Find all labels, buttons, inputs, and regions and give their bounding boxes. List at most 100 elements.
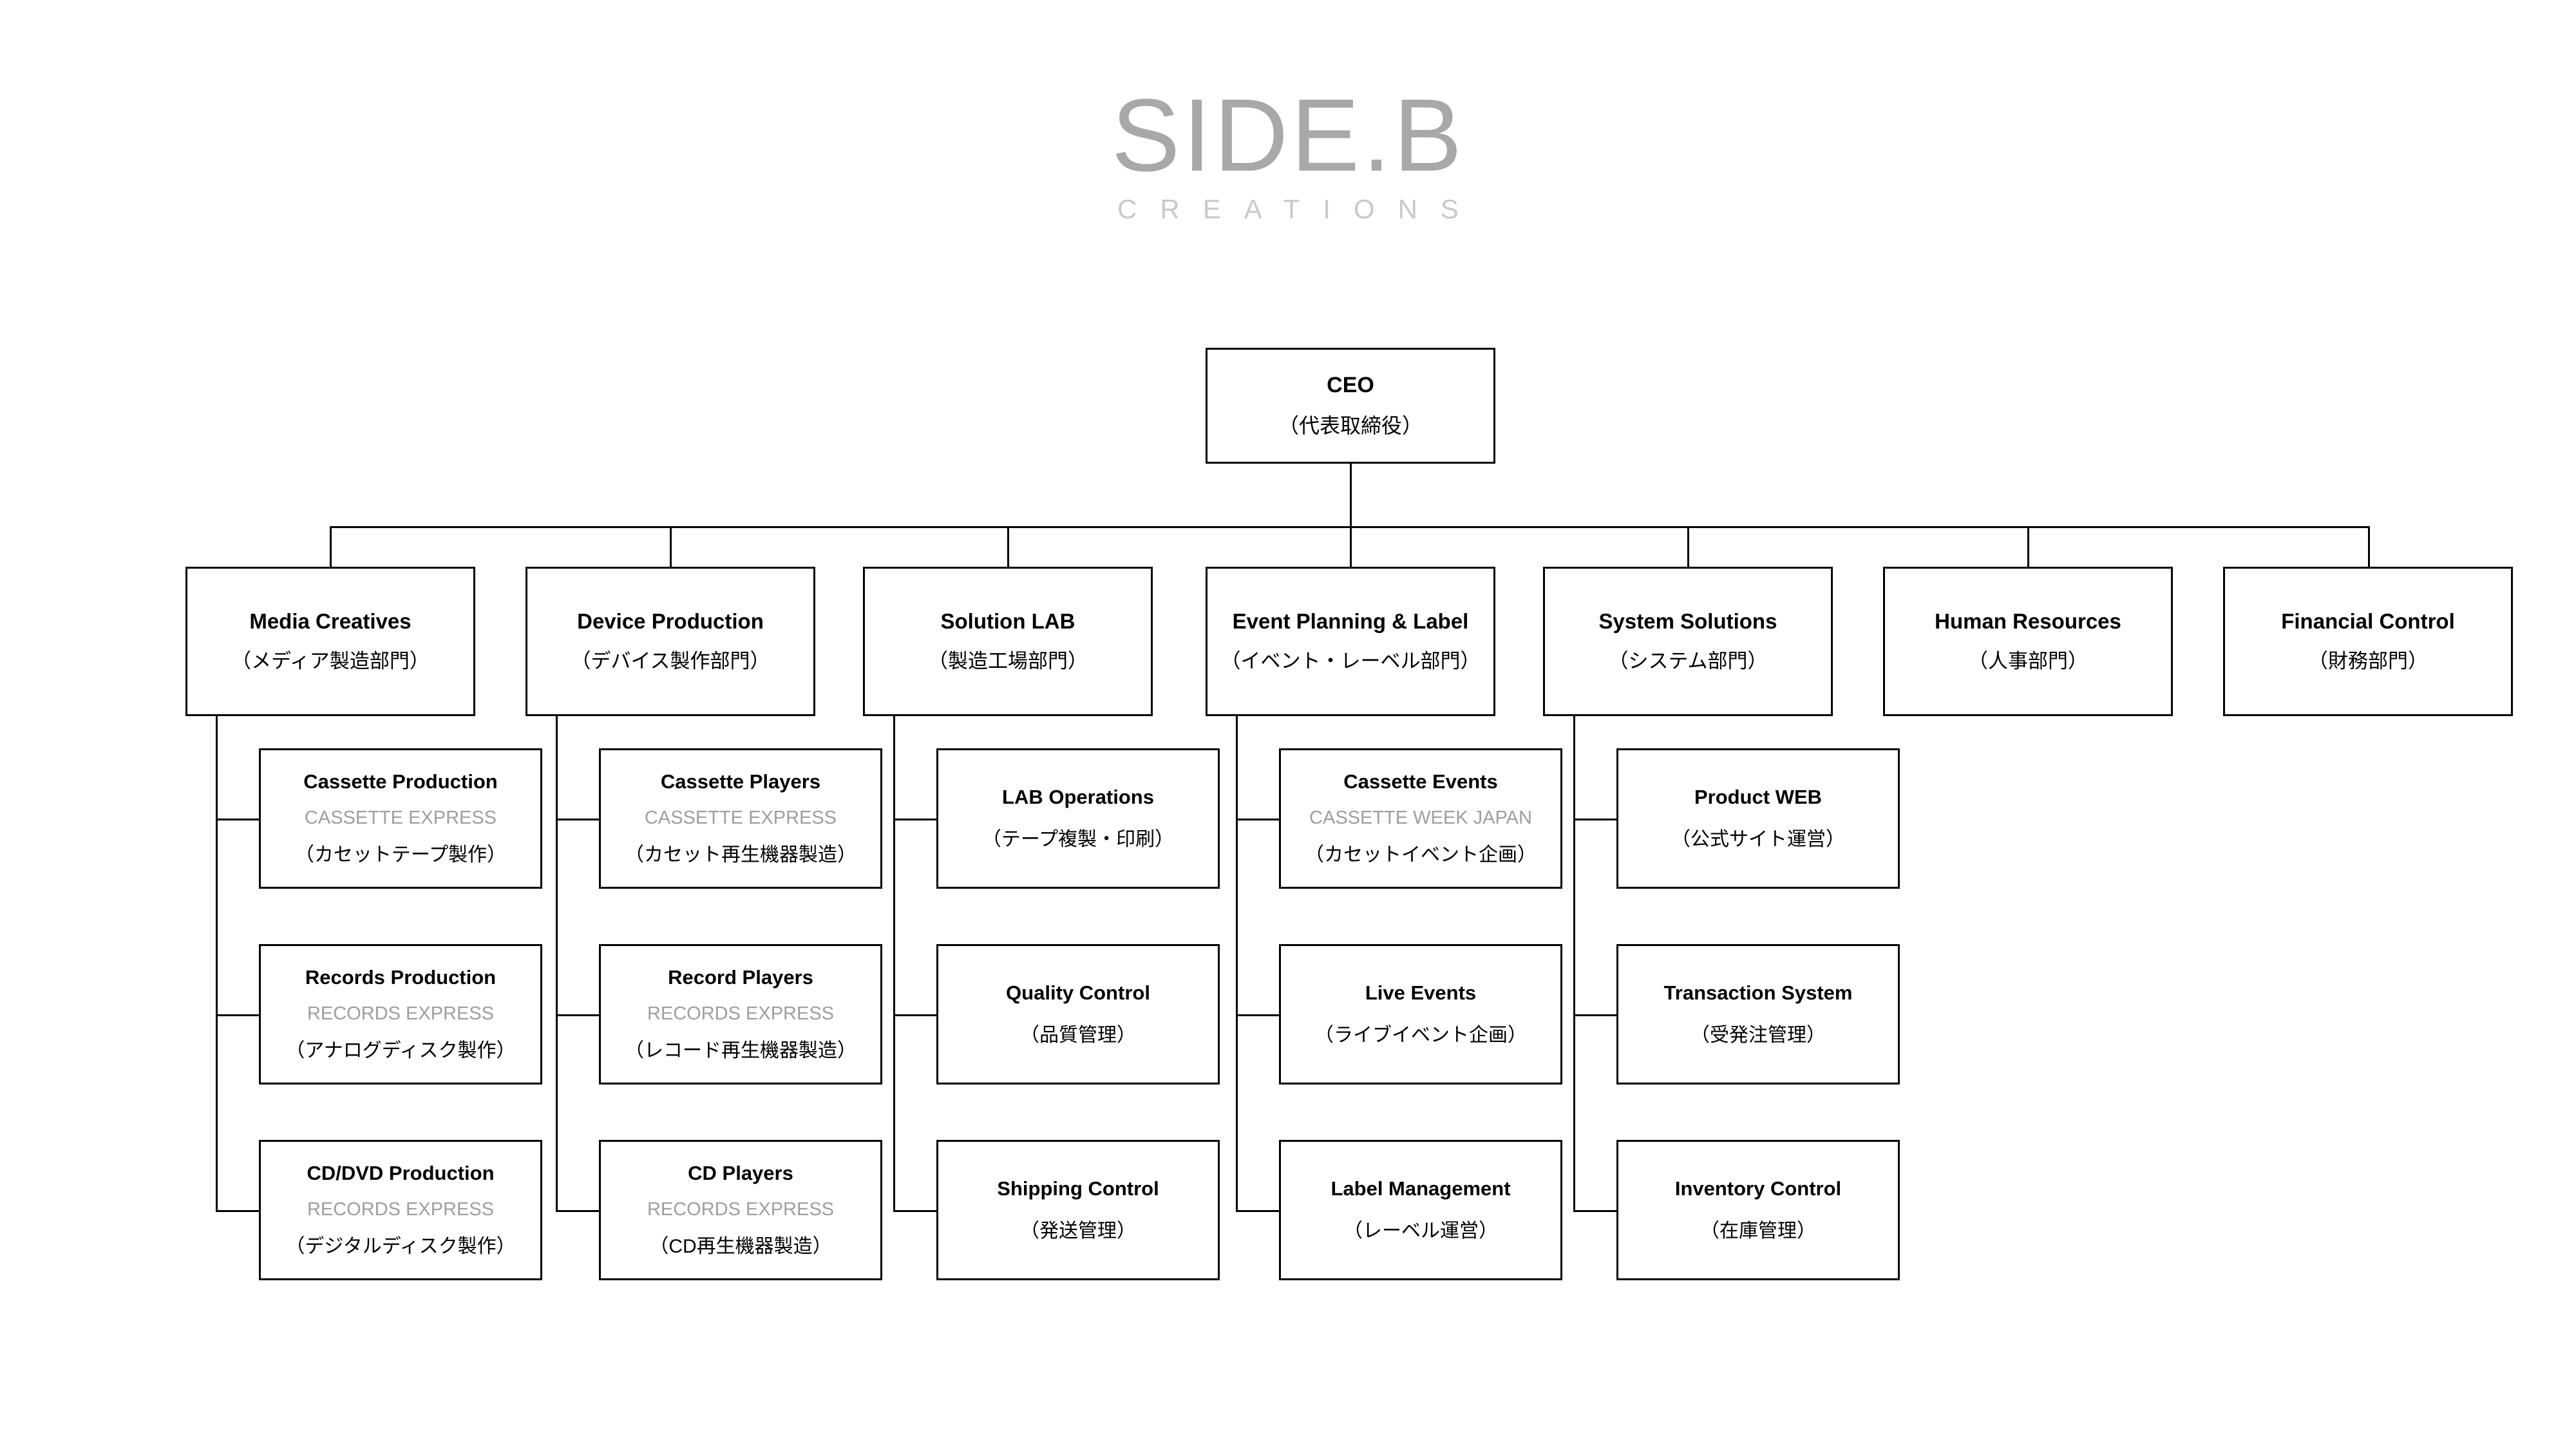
- node-desc: （システム部門）: [1608, 650, 1768, 673]
- node-title: CD Players: [688, 1162, 793, 1185]
- node-title: Product WEB: [1694, 786, 1823, 809]
- node-title: Inventory Control: [1674, 1177, 1842, 1200]
- node-desc: （公式サイト運営）: [1671, 828, 1845, 850]
- node-desc: （財務部門）: [2308, 650, 2428, 673]
- node-title: Transaction System: [1663, 981, 1853, 1005]
- node-unit-record-players[interactable]: Record Players RECORDS EXPRESS （レコード再生機器…: [599, 944, 882, 1084]
- connector-stub-ss-1: [1573, 819, 1617, 820]
- node-desc: （デバイス製作部門）: [571, 650, 770, 673]
- node-title: Human Resources: [1935, 609, 2121, 634]
- connector-stub-ep-1: [1236, 819, 1280, 820]
- node-department-human-resources[interactable]: Human Resources （人事部門）: [1883, 567, 2173, 716]
- node-desc: （代表取締役）: [1278, 414, 1423, 438]
- connector-stub-mc-2: [216, 1014, 260, 1016]
- node-unit-quality-control[interactable]: Quality Control （品質管理）: [936, 944, 1220, 1084]
- brand-logo: SIDE.B CREATIONS: [0, 84, 2576, 223]
- node-department-financial-control[interactable]: Financial Control （財務部門）: [2223, 567, 2513, 716]
- connector-trunk-solution-lab: [893, 716, 895, 1212]
- node-title: Solution LAB: [940, 609, 1075, 634]
- node-desc: （品質管理）: [1020, 1024, 1136, 1046]
- connector-dept-drop-2: [670, 526, 672, 567]
- node-desc: （メディア製造部門）: [231, 650, 430, 673]
- connector-trunk-system-solutions: [1573, 716, 1575, 1212]
- node-desc: （アナログディスク製作）: [285, 1039, 516, 1061]
- node-department-media-creatives[interactable]: Media Creatives （メディア製造部門）: [185, 567, 475, 716]
- connector-stub-dp-3: [556, 1210, 600, 1212]
- node-brand: CASSETTE EXPRESS: [304, 808, 497, 829]
- node-department-event-planning-label[interactable]: Event Planning & Label （イベント・レーベル部門）: [1206, 567, 1495, 716]
- node-title: Device Production: [577, 609, 764, 634]
- node-desc: （発送管理）: [1020, 1220, 1136, 1242]
- connector-stub-dp-1: [556, 819, 600, 820]
- node-unit-cassette-players[interactable]: Cassette Players CASSETTE EXPRESS （カセット再…: [599, 748, 882, 889]
- node-desc: （レーベル運営）: [1343, 1220, 1498, 1242]
- connector-dept-drop-3: [1007, 526, 1009, 567]
- node-desc: （人事部門）: [1968, 650, 2088, 673]
- connector-trunk-device-production: [556, 716, 558, 1212]
- node-title: LAB Operations: [1002, 786, 1154, 809]
- node-brand: RECORDS EXPRESS: [307, 1003, 495, 1025]
- connector-stub-ss-2: [1573, 1014, 1617, 1016]
- node-title: Records Production: [305, 966, 497, 989]
- connector-dept-drop-7: [2368, 526, 2370, 567]
- connector-stub-mc-1: [216, 819, 260, 820]
- node-desc: （カセット再生機器製造）: [625, 844, 857, 866]
- node-desc: （デジタルディスク製作）: [285, 1235, 516, 1257]
- node-unit-label-management[interactable]: Label Management （レーベル運営）: [1279, 1140, 1562, 1280]
- node-department-system-solutions[interactable]: System Solutions （システム部門）: [1543, 567, 1833, 716]
- node-desc: （製造工場部門）: [928, 650, 1088, 673]
- node-unit-cassette-events[interactable]: Cassette Events CASSETTE WEEK JAPAN （カセッ…: [1279, 748, 1562, 889]
- node-desc: （在庫管理）: [1700, 1220, 1816, 1242]
- logo-tagline: CREATIONS: [1117, 194, 1482, 224]
- node-desc: （カセットテープ製作）: [294, 844, 507, 866]
- node-ceo[interactable]: CEO （代表取締役）: [1206, 348, 1495, 464]
- node-title: System Solutions: [1598, 609, 1777, 634]
- node-unit-inventory-control[interactable]: Inventory Control （在庫管理）: [1616, 1140, 1900, 1280]
- logo-wordmark: SIDE.B: [1111, 77, 1465, 193]
- connector-stub-sl-1: [893, 819, 937, 820]
- connector-stub-sl-2: [893, 1014, 937, 1016]
- node-unit-cassette-production[interactable]: Cassette Production CASSETTE EXPRESS （カセ…: [259, 748, 542, 889]
- node-desc: （イベント・レーベル部門）: [1220, 650, 1481, 673]
- node-unit-shipping-control[interactable]: Shipping Control （発送管理）: [936, 1140, 1220, 1280]
- connector-stub-sl-3: [893, 1210, 937, 1212]
- node-unit-transaction-system[interactable]: Transaction System （受発注管理）: [1616, 944, 1900, 1084]
- node-title: Cassette Events: [1343, 770, 1498, 793]
- node-title: Live Events: [1365, 981, 1477, 1005]
- node-desc: （カセットイベント企画）: [1305, 844, 1537, 866]
- node-brand: RECORDS EXPRESS: [647, 1199, 835, 1220]
- connector-trunk-event-planning-label: [1236, 716, 1238, 1212]
- connector-stub-mc-3: [216, 1210, 260, 1212]
- node-title: Financial Control: [2281, 609, 2455, 634]
- node-unit-records-production[interactable]: Records Production RECORDS EXPRESS （アナログ…: [259, 944, 542, 1084]
- node-unit-product-web[interactable]: Product WEB （公式サイト運営）: [1616, 748, 1900, 889]
- connector-stub-ep-2: [1236, 1014, 1280, 1016]
- connector-ceo-drop: [1350, 464, 1352, 526]
- node-title: Cassette Players: [660, 770, 821, 793]
- connector-dept-drop-4: [1350, 526, 1352, 567]
- connector-dept-drop-6: [2027, 526, 2029, 567]
- node-title: Cassette Production: [303, 770, 498, 793]
- node-department-solution-lab[interactable]: Solution LAB （製造工場部門）: [863, 567, 1153, 716]
- node-title: Label Management: [1331, 1177, 1511, 1200]
- node-brand: RECORDS EXPRESS: [647, 1003, 835, 1025]
- node-unit-live-events[interactable]: Live Events （ライブイベント企画）: [1279, 944, 1562, 1084]
- node-desc: （CD再生機器製造）: [649, 1235, 832, 1257]
- connector-dept-drop-1: [330, 526, 332, 567]
- node-unit-cd-players[interactable]: CD Players RECORDS EXPRESS （CD再生機器製造）: [599, 1140, 882, 1280]
- node-title: Quality Control: [1006, 981, 1150, 1005]
- node-brand: CASSETTE WEEK JAPAN: [1309, 808, 1532, 829]
- node-title: Shipping Control: [997, 1177, 1159, 1200]
- node-desc: （レコード再生機器製造）: [625, 1039, 857, 1061]
- node-title: Record Players: [668, 966, 813, 989]
- node-title: Media Creatives: [249, 609, 412, 634]
- node-title: CEO: [1327, 372, 1374, 397]
- node-title: CD/DVD Production: [307, 1162, 495, 1185]
- node-title: Event Planning & Label: [1232, 609, 1469, 634]
- node-unit-cd-dvd-production[interactable]: CD/DVD Production RECORDS EXPRESS （デジタルデ…: [259, 1140, 542, 1280]
- node-unit-lab-operations[interactable]: LAB Operations （テープ複製・印刷）: [936, 748, 1220, 889]
- node-brand: RECORDS EXPRESS: [307, 1199, 495, 1220]
- node-department-device-production[interactable]: Device Production （デバイス製作部門）: [526, 567, 815, 716]
- node-desc: （テープ複製・印刷）: [981, 828, 1175, 850]
